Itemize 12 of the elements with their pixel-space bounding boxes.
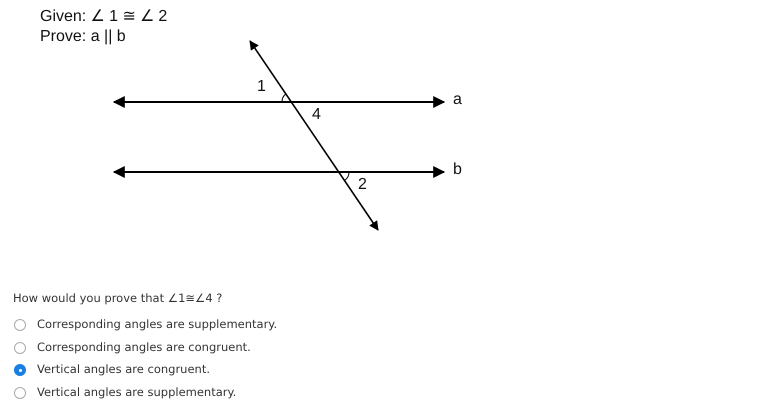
option-text: Corresponding angles are congruent. (37, 340, 251, 354)
option-text: Vertical angles are congruent. (37, 362, 210, 376)
option-text: Vertical angles are supplementary. (37, 385, 236, 399)
angle-number: 1 (257, 78, 266, 96)
angle-number: 2 (358, 176, 367, 194)
option-text: Corresponding angles are supplementary. (37, 317, 278, 331)
given-statement: Given: ∠ 1 ≅ ∠ 2 (40, 7, 168, 26)
question-text: How would you prove that ∠1≅∠4 ? (13, 291, 222, 305)
prove-statement: Prove: a || b (40, 28, 126, 46)
line-name: a (453, 91, 462, 109)
angle-number: 4 (312, 106, 321, 124)
line-name: b (453, 161, 462, 179)
